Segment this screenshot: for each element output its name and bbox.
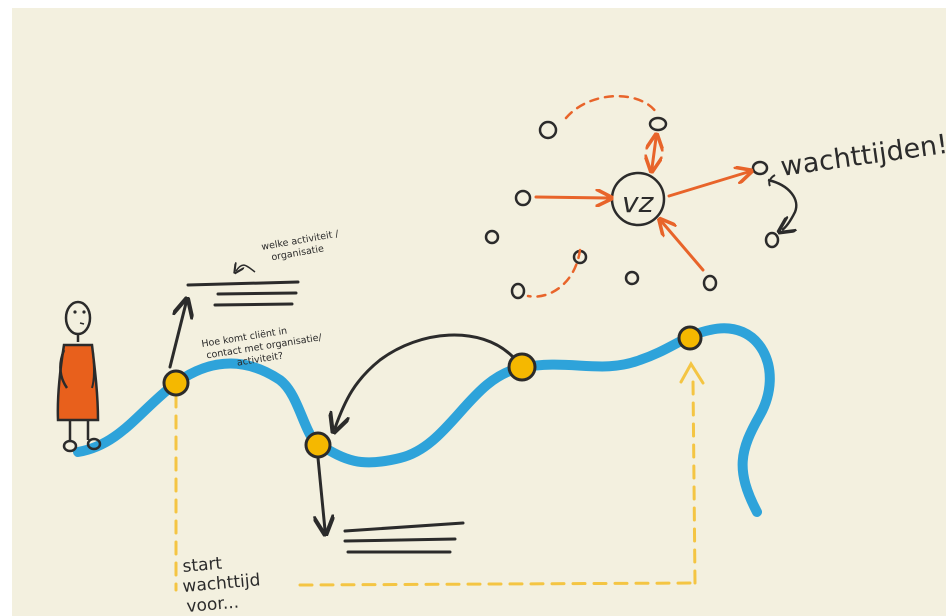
- wachttijden-curved-arrow: [767, 178, 798, 230]
- waiting-time-dashed-lines: [174, 378, 697, 592]
- hoe-text: Hoe komt cliënt in contact met organisat…: [201, 326, 324, 369]
- net-node: [484, 229, 500, 245]
- arrow-down-lines: [318, 456, 325, 530]
- small-curved-arrow: [236, 265, 256, 272]
- net-node: [702, 274, 718, 292]
- network-dashed-arcs: [526, 94, 658, 298]
- net-node: [648, 116, 668, 132]
- start-text: start wachttijd voor...: [182, 554, 261, 616]
- net-node: [510, 282, 526, 300]
- wachttijden-hook: [768, 174, 776, 187]
- network-arrows: [534, 138, 748, 272]
- sketch-background: [12, 8, 946, 616]
- dashed-line-bottom: [298, 581, 697, 587]
- node-2: [304, 431, 332, 459]
- yellow-arrowhead: [679, 361, 705, 385]
- arrow-to-welke: [168, 303, 186, 369]
- svg-text:voor...: voor...: [186, 592, 240, 616]
- net-node: [764, 231, 780, 249]
- person-figure: [56, 300, 102, 453]
- net-node: [624, 270, 640, 286]
- net-node: [751, 160, 769, 176]
- node-1: [162, 369, 190, 397]
- client-journey-path: [73, 323, 775, 517]
- dashed-line-right: [691, 378, 697, 585]
- svg-text:start: start: [182, 554, 224, 577]
- curved-return-arrow: [335, 333, 514, 428]
- hub-label: vz: [622, 186, 655, 219]
- wachttijden-label: wachttijden!: [779, 129, 946, 183]
- welke-lines: [186, 280, 300, 307]
- node-4: [677, 325, 703, 351]
- net-node: [514, 189, 532, 207]
- net-node: [538, 120, 558, 140]
- welke-text: welke activiteit / organisatie: [261, 228, 341, 263]
- journey-nodes: [162, 325, 703, 459]
- result-lines: [343, 521, 465, 554]
- node-3: [507, 352, 537, 382]
